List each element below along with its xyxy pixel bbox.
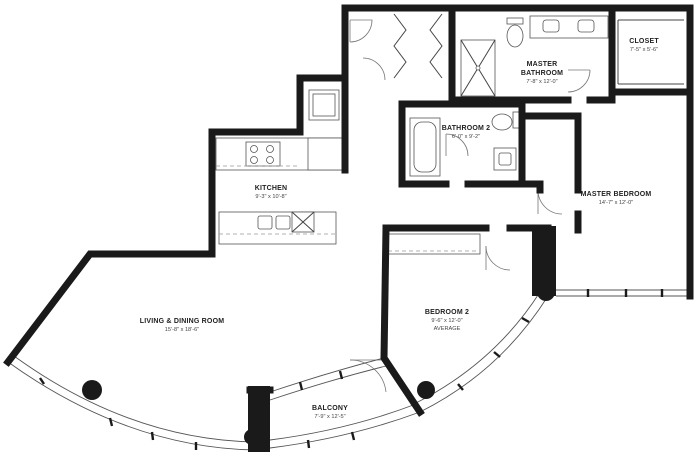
master-bath-name-1: MASTER <box>527 61 558 68</box>
closet-name: CLOSET <box>629 38 659 45</box>
bedroom2-note: AVERAGE <box>434 326 461 332</box>
column-bedroom2 <box>417 381 435 399</box>
bath2-name: BATHROOM 2 <box>442 125 491 132</box>
bedroom2-name: BEDROOM 2 <box>425 309 469 316</box>
room-labels: CLOSET 7'-5" x 5'-6" MASTER BATHROOM 7'-… <box>140 38 659 420</box>
vanity-counter <box>529 15 609 39</box>
walls <box>3 4 694 417</box>
master-bath-size: 7'-8" x 12'-0" <box>526 79 557 85</box>
master-bedroom-size: 14'-7" x 12'-0" <box>599 200 633 206</box>
balcony-size: 7'-9" x 12'-5" <box>314 414 345 420</box>
structure <box>82 226 556 452</box>
column-living <box>82 380 102 400</box>
kitchen-size: 9'-3" x 10'-8" <box>255 194 286 200</box>
living-dining-name: LIVING & DINING ROOM <box>140 318 225 325</box>
curtain-wall <box>7 289 688 451</box>
doors <box>349 19 591 393</box>
master-bedroom-name: MASTER BEDROOM <box>581 191 652 198</box>
master-bath-name-2: BATHROOM <box>521 70 563 77</box>
fixtures <box>215 13 684 255</box>
bath2-size: 6'-0" x 9'-2" <box>452 134 480 140</box>
toilet-bath2 <box>491 113 513 131</box>
column-balcony <box>244 429 260 445</box>
living-dining-size: 15'-8" x 18'-6" <box>165 327 199 333</box>
column-master <box>537 283 555 301</box>
toilet-master <box>506 24 524 48</box>
bedroom2-size: 9'-6" x 12'-0" <box>431 318 462 324</box>
refrigerator <box>307 137 343 171</box>
balcony-name: BALCONY <box>312 405 348 412</box>
closet-size: 7'-5" x 5'-6" <box>630 47 658 53</box>
kitchen-name: KITCHEN <box>255 185 288 192</box>
